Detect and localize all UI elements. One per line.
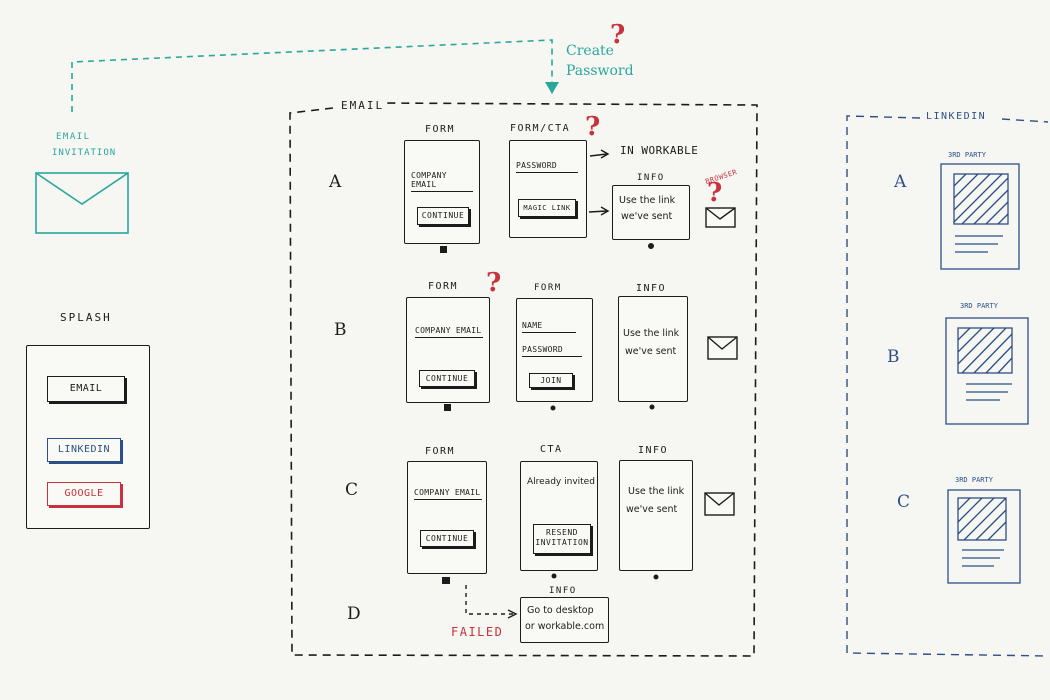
splash-email-button[interactable]: EMAIL xyxy=(47,376,125,402)
email-section-title: EMAIL xyxy=(338,100,388,111)
row-c-info-text-line2: we've sent xyxy=(626,504,678,515)
row-a-magic-link-button[interactable]: MAGIC LINK xyxy=(518,199,576,217)
row-a-arrow-to-workable xyxy=(589,153,608,157)
create-password-question-mark: ? xyxy=(610,20,626,50)
row-c-label: C xyxy=(345,480,359,500)
row-c-cta-header: CTA xyxy=(540,444,563,455)
row-c-already-invited: Already invited xyxy=(527,477,595,487)
home-button-c2 xyxy=(551,573,557,579)
row-b-join-button[interactable]: JOIN xyxy=(529,373,573,388)
invitation-label-line2: INVITATION xyxy=(52,148,117,158)
row-d-info-screen: Go to desktop or workable.com xyxy=(520,597,609,643)
row-d-info-text-line1: Go to desktop xyxy=(527,605,594,616)
row-d-info-header: INFO xyxy=(549,586,577,596)
row-b-name-field[interactable]: NAME xyxy=(522,321,576,333)
splash-title: SPLASH xyxy=(60,311,112,324)
splash-linkedin-button[interactable]: LINKEDIN xyxy=(47,438,121,462)
linkedin-row-c-label: C xyxy=(897,492,911,512)
row-c-info-screen: Use the link we've sent xyxy=(619,460,693,571)
row-a-form-screen: COMPANY EMAIL CONTINUE xyxy=(404,140,480,244)
row-c-form-header: FORM xyxy=(425,446,456,457)
row-d-info-text-line2: or workable.com xyxy=(525,621,605,632)
row-a-label: A xyxy=(329,172,342,192)
row-a-company-email-field[interactable]: COMPANY EMAIL xyxy=(411,171,473,192)
home-button-b2 xyxy=(550,405,556,411)
row-b-info-screen: Use the link we've sent xyxy=(618,296,688,402)
row-c-info-header: INFO xyxy=(638,445,669,456)
row-c-cta-screen: Already invited RESEND INVITATION xyxy=(520,461,598,571)
row-c-resend-line1: RESEND xyxy=(546,528,578,537)
home-button-b3 xyxy=(649,404,655,410)
row-a-password-field[interactable]: PASSWORD xyxy=(516,161,578,173)
linkedin-section-title: LINKEDIN xyxy=(926,111,987,122)
invitation-connector xyxy=(71,39,553,112)
row-a-envelope-icon xyxy=(705,207,736,228)
row-b-label: B xyxy=(334,320,347,340)
invitation-label-line1: EMAIL xyxy=(56,132,91,142)
row-b-info-text-line2: we've sent xyxy=(625,346,677,357)
linkedin-row-a-label: A xyxy=(894,172,907,192)
linkedin-section-border xyxy=(846,115,1049,657)
row-d-connector xyxy=(465,585,514,615)
row-c-resend-line2: INVITATION xyxy=(535,538,589,548)
row-a-arrow-to-info xyxy=(588,210,608,213)
row-a-cta-screen: PASSWORD MAGIC LINK xyxy=(509,140,587,238)
row-a-info-header: INFO xyxy=(637,173,665,183)
row-c-info-text-line1: Use the link xyxy=(628,486,685,497)
row-b-second-header: FORM xyxy=(534,283,562,293)
linkedin-card-a xyxy=(940,163,1020,270)
row-c-company-email-field[interactable]: COMPANY EMAIL xyxy=(414,488,482,500)
row-a-form-header: FORM xyxy=(425,124,456,135)
splash-google-button[interactable]: GOOGLE xyxy=(47,482,121,506)
create-password-line1: Create xyxy=(566,43,614,59)
row-b-form-screen: COMPANY EMAIL CONTINUE xyxy=(406,297,490,403)
row-d-label: D xyxy=(347,604,361,624)
row-a-info-text-line2: we've sent xyxy=(621,211,673,222)
row-a-cta-question-mark: ? xyxy=(585,112,601,142)
row-b-info-header: INFO xyxy=(636,283,667,294)
row-a-continue-button[interactable]: CONTINUE xyxy=(417,207,469,225)
row-b-envelope-icon xyxy=(707,336,738,360)
splash-screen: EMAIL LINKEDIN GOOGLE xyxy=(26,345,150,529)
row-b-info-text-line1: Use the link xyxy=(623,328,680,339)
create-password-line2: Password xyxy=(566,63,634,79)
row-c-continue-button[interactable]: CONTINUE xyxy=(420,530,474,547)
row-b-question-mark: ? xyxy=(486,268,502,298)
linkedin-card-c xyxy=(947,489,1021,584)
row-b-join-screen: NAME PASSWORD JOIN xyxy=(516,298,593,402)
home-button-b1 xyxy=(444,404,451,411)
home-button-a3 xyxy=(648,243,654,249)
row-c-envelope-icon xyxy=(704,492,735,516)
row-a-cta-header: FORM/CTA xyxy=(510,123,571,134)
invitation-connector-arrowhead xyxy=(545,82,559,94)
row-b-password-field[interactable]: PASSWORD xyxy=(522,345,582,357)
linkedin-row-b-label: B xyxy=(887,347,900,367)
home-button-c1 xyxy=(442,577,450,584)
row-a-browser-question-mark: ? xyxy=(707,178,723,208)
row-a-info-text-line1: Use the link xyxy=(619,195,676,206)
invitation-envelope-icon xyxy=(35,172,129,234)
row-c-form-screen: COMPANY EMAIL CONTINUE xyxy=(407,461,487,574)
row-a-info-screen: Use the link we've sent xyxy=(612,185,690,240)
email-section-border xyxy=(289,102,758,657)
row-d-failed: FAILED xyxy=(451,625,504,639)
row-a-in-workable: IN WORKABLE xyxy=(620,144,699,157)
linkedin-card-b xyxy=(945,317,1029,425)
home-button-a1 xyxy=(440,246,447,253)
row-b-form-header: FORM xyxy=(428,281,459,292)
home-button-c3 xyxy=(653,574,659,580)
row-c-resend-invitation-button[interactable]: RESEND INVITATION xyxy=(533,524,591,554)
linkedin-row-b-caption: 3RD PARTY xyxy=(960,302,998,310)
linkedin-row-a-caption: 3RD PARTY xyxy=(948,151,986,159)
linkedin-row-c-caption: 3RD PARTY xyxy=(955,476,993,484)
row-b-company-email-field[interactable]: COMPANY EMAIL xyxy=(415,326,483,338)
row-b-continue-button[interactable]: CONTINUE xyxy=(419,370,475,387)
